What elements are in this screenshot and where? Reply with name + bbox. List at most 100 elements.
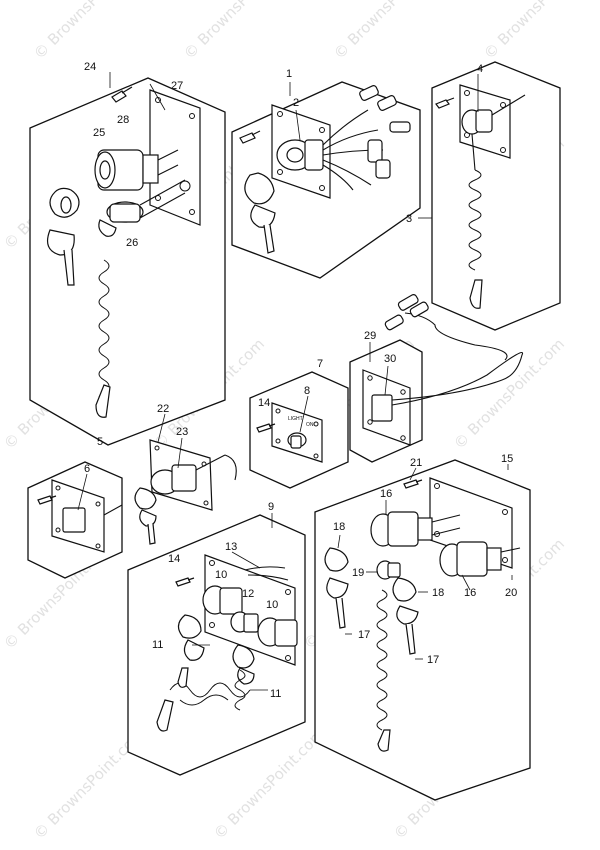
part-number-labels: 24 28 27 25 26 1 2 4 3 29 30 7 8 14 22 2… [84,61,517,700]
part-number-9: 9 [268,501,274,513]
part-number-20: 20 [505,587,517,599]
screw-icon [256,423,276,433]
plate-hole [277,169,283,175]
lanyard-clip-icon [177,667,189,688]
key-switch-16 [439,541,521,577]
stop-switch-4 [461,94,526,135]
part-number-7: 7 [317,358,323,370]
part-number-10: 10 [215,569,227,581]
lanyard-coil [376,589,388,731]
plate-hole [277,111,283,117]
plate-hole [285,589,291,595]
part-number-22: 22 [157,403,169,415]
connector-icon [375,159,391,179]
key-icon [392,577,419,655]
stop-switch-19 [376,560,401,580]
part-number-14: 14 [168,553,180,565]
switch-on-label: ON [306,422,314,428]
wire-harness [404,312,508,361]
assembly-1 [231,81,421,279]
rocker-switch-30 [371,394,393,422]
connector-icon [409,301,429,318]
part-number-18: 18 [432,587,444,599]
plate-hole [464,90,470,96]
plate-hole [154,445,160,451]
part-number-29: 29 [364,330,376,342]
leader-line [149,83,166,111]
screw-icon [111,86,133,103]
lanyard-cord [471,133,476,171]
plate-hole [55,527,61,533]
connector-icon [359,85,379,101]
part-number-28: 28 [117,114,129,126]
assembly-24 [29,72,226,446]
part-number-17: 17 [427,654,439,666]
part-number-16: 16 [464,587,476,599]
assembly-3 [418,61,561,331]
key-switch-10 [202,585,243,615]
part-number-14: 14 [258,397,270,409]
lanyard-coil [98,259,110,405]
key-switch-10 [257,617,298,647]
lanyard-clip-icon [156,699,174,732]
leader-line [337,534,341,549]
key-icon [244,172,276,254]
connector-icon [384,314,404,331]
part-number-16: 16 [380,488,392,500]
watermark-text: © BrownsPoint.com [30,0,148,63]
plate-hole [367,419,373,425]
wire-lead [103,504,123,516]
wire-harness [244,566,289,581]
connector-icon [367,139,383,163]
plate-hole [203,500,209,506]
key-icon [47,187,80,286]
watermark-text: © BrownsPoint.com [450,335,568,453]
connector-icon [397,294,419,311]
stop-switch-26 [98,179,191,237]
plate-hole [502,557,508,563]
plate-hole [502,509,508,515]
rocker-switch-6 [62,507,86,533]
part-number-3: 3 [406,213,412,225]
plate-hole [95,501,101,507]
part-number-2: 2 [293,97,299,109]
leader-line [384,365,389,396]
wire-harness [322,109,384,191]
wire-harness [391,351,524,406]
leader-line [231,551,261,569]
plate-hole [500,102,506,108]
plate-hole [319,185,325,191]
part-number-4: 4 [477,63,483,75]
plate-hole [209,622,215,628]
plate-hole [189,209,195,215]
part-number-12: 12 [242,588,254,600]
part-number-25: 25 [93,127,105,139]
part-number-17: 17 [358,629,370,641]
lanyard-clip-icon [95,384,111,418]
key-icon [134,487,157,545]
part-number-21: 21 [410,457,422,469]
screw-icon [403,479,423,489]
assembly-7: LIGHT ON [249,371,349,489]
part-number-18: 18 [333,521,345,533]
assembly-9 [127,513,306,776]
leader-line [77,473,88,511]
key-icon [177,614,205,661]
part-number-11: 11 [270,688,281,700]
part-number-30: 30 [384,353,396,365]
plate-hole [209,560,215,566]
plate-hole [434,483,440,489]
connector-icon [389,121,411,133]
part-number-19: 19 [352,567,364,579]
plate-hole [500,147,506,153]
lanyard-coil [468,169,482,271]
watermark-text: © BrownsPoint.com [480,0,598,63]
lanyard-coil [234,669,246,711]
assembly-29 [349,294,524,463]
plate-hole [400,389,406,395]
plate-hole [313,453,319,459]
key-switch-25 [94,149,179,191]
leader-line [177,437,183,469]
light-switch-8 [287,432,307,449]
